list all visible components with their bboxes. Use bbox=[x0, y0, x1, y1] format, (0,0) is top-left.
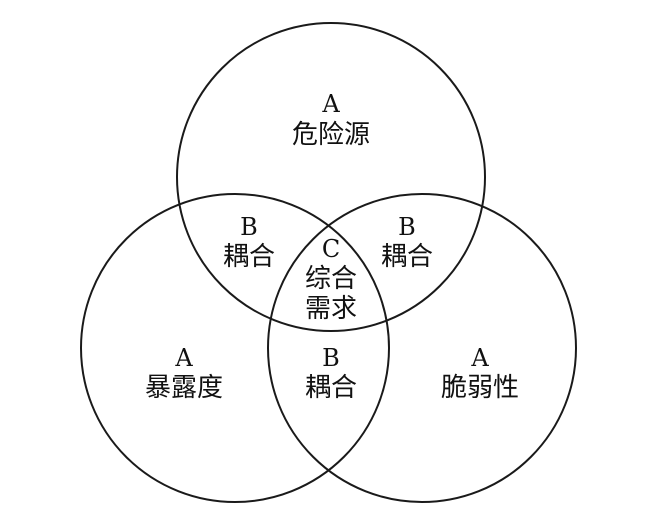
center-text-line1: 综合 bbox=[305, 264, 357, 294]
region-right-text: 脆弱性 bbox=[441, 373, 519, 403]
overlap-top-left-letter: B bbox=[240, 213, 258, 241]
center-text-line2: 需求 bbox=[305, 294, 357, 324]
overlap-top-right-text: 耦合 bbox=[381, 242, 433, 272]
center-letter: C bbox=[322, 235, 340, 263]
overlap-top-right-letter: B bbox=[398, 213, 416, 241]
region-top-label: A 危险源 bbox=[292, 90, 370, 150]
overlap-top-left-text: 耦合 bbox=[223, 242, 275, 272]
overlap-bottom-text: 耦合 bbox=[305, 373, 357, 403]
overlap-top-right-label: B 耦合 bbox=[381, 213, 433, 272]
region-top-text: 危险源 bbox=[292, 120, 370, 150]
region-left-letter: A bbox=[174, 344, 193, 372]
circle-hazard bbox=[176, 22, 486, 332]
circle-exposure bbox=[80, 193, 390, 503]
region-left-label: A 暴露度 bbox=[145, 344, 223, 403]
center-label: C 综合 需求 bbox=[305, 235, 357, 324]
region-right-label: A 脆弱性 bbox=[441, 344, 519, 403]
overlap-bottom-letter: B bbox=[322, 344, 340, 372]
region-left-text: 暴露度 bbox=[145, 373, 223, 403]
overlap-bottom-label: B 耦合 bbox=[305, 344, 357, 403]
region-top-letter: A bbox=[321, 90, 340, 118]
region-right-letter: A bbox=[470, 344, 489, 372]
circle-vulnerability bbox=[267, 193, 577, 503]
overlap-top-left-label: B 耦合 bbox=[223, 213, 275, 272]
